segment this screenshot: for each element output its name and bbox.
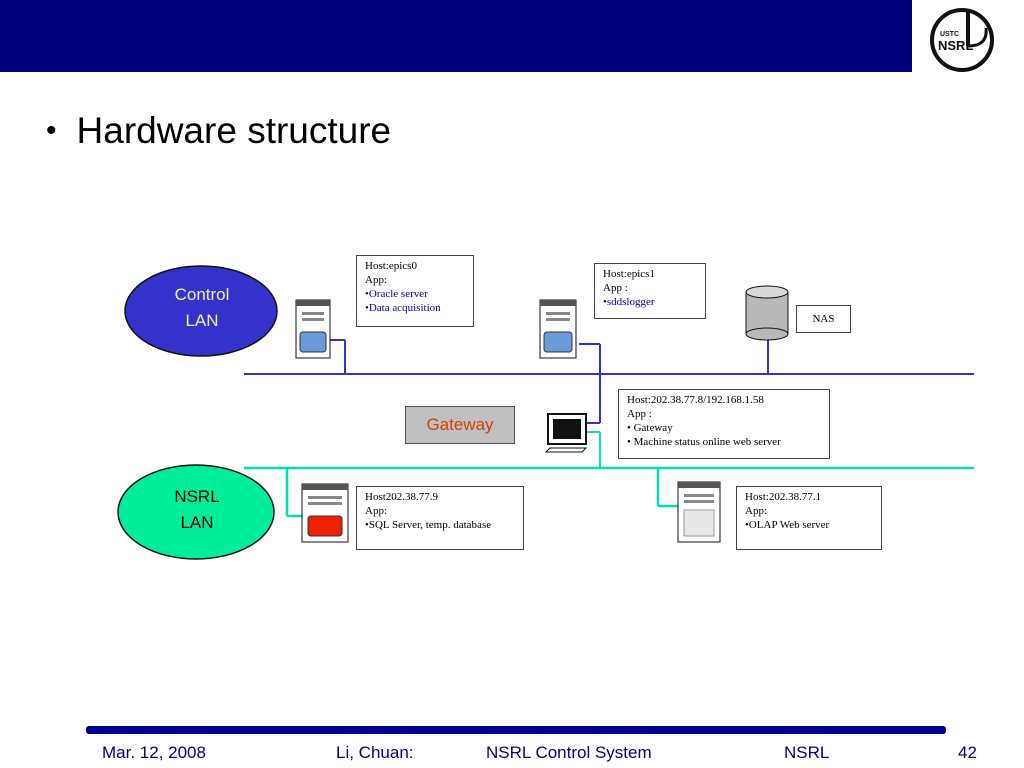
nsrl-lan-label-line1: NSRL bbox=[174, 487, 220, 506]
slide-title: • Hardware structure bbox=[46, 110, 391, 152]
footer-date: Mar. 12, 2008 bbox=[102, 743, 206, 762]
server-sqlserver-icon bbox=[301, 483, 349, 543]
host-name: Host:202.38.77.1 bbox=[745, 491, 822, 503]
host-app: App: bbox=[745, 505, 767, 517]
nas-storage-icon bbox=[745, 285, 789, 341]
nsrl-lan-label-line2: LAN bbox=[180, 513, 214, 532]
footer-page-number: 42 bbox=[958, 743, 977, 762]
host-app-item: •SQL Server, temp. database bbox=[365, 519, 492, 531]
slide-title-text: Hardware structure bbox=[76, 110, 392, 151]
nas-label-box: NAS bbox=[796, 305, 851, 333]
host-app-item: •OLAP Web server bbox=[745, 519, 830, 531]
footer-bar bbox=[86, 726, 946, 734]
host-app: App: bbox=[365, 505, 387, 517]
host-app-item: • Machine status online web server bbox=[627, 436, 781, 448]
logo-top-text: USTC bbox=[940, 31, 959, 38]
host-app: App: bbox=[365, 274, 387, 286]
nsrl-lan-label: NSRL LAN bbox=[145, 484, 249, 536]
host-app-item: • Gateway bbox=[627, 422, 673, 434]
server-epics0-icon bbox=[295, 299, 331, 359]
server-olap-icon bbox=[677, 481, 721, 543]
footer-system: NSRL Control System bbox=[486, 743, 652, 762]
host-name: Host:epics1 bbox=[603, 268, 655, 280]
host-name: Host:202.38.77.8/192.168.1.58 bbox=[627, 394, 764, 406]
header-bar bbox=[0, 0, 912, 72]
host-name: Host:epics0 bbox=[365, 260, 417, 272]
host-app-item: •Data acquisition bbox=[365, 302, 441, 314]
control-lan-label-line1: Control bbox=[174, 285, 230, 304]
host-app: App : bbox=[603, 282, 628, 294]
bullet-dot: • bbox=[46, 114, 57, 147]
control-lan-label: Control LAN bbox=[150, 282, 254, 334]
nsrl-logo: USTC NSRL bbox=[928, 6, 996, 74]
host-olap-box: Host:202.38.77.1 App: •OLAP Web server bbox=[736, 486, 882, 550]
footer-author: Li, Chuan: bbox=[336, 743, 414, 762]
host-app-item: •Oracle server bbox=[365, 288, 428, 300]
host-epics1-box: Host:epics1 App : •sddslogger bbox=[594, 263, 706, 319]
nsrl-lan-ellipse bbox=[117, 464, 275, 560]
host-sqlserver-box: Host202.38.77.9 App: •SQL Server, temp. … bbox=[356, 486, 524, 550]
logo-main-text: NSRL bbox=[938, 38, 973, 53]
host-epics0-box: Host:epics0 App: •Oracle server •Data ac… bbox=[356, 255, 474, 327]
host-app: App : bbox=[627, 408, 652, 420]
host-gateway-box: Host:202.38.77.8/192.168.1.58 App : • Ga… bbox=[618, 389, 830, 459]
host-name: Host202.38.77.9 bbox=[365, 491, 439, 503]
gateway-monitor-icon bbox=[544, 413, 588, 453]
server-epics1-icon bbox=[539, 299, 577, 359]
footer-org: NSRL bbox=[784, 743, 830, 762]
control-lan-ellipse bbox=[124, 265, 278, 357]
host-app-item: •sddslogger bbox=[603, 296, 655, 308]
gateway-box: Gateway bbox=[405, 406, 515, 444]
control-lan-label-line2: LAN bbox=[185, 311, 219, 330]
